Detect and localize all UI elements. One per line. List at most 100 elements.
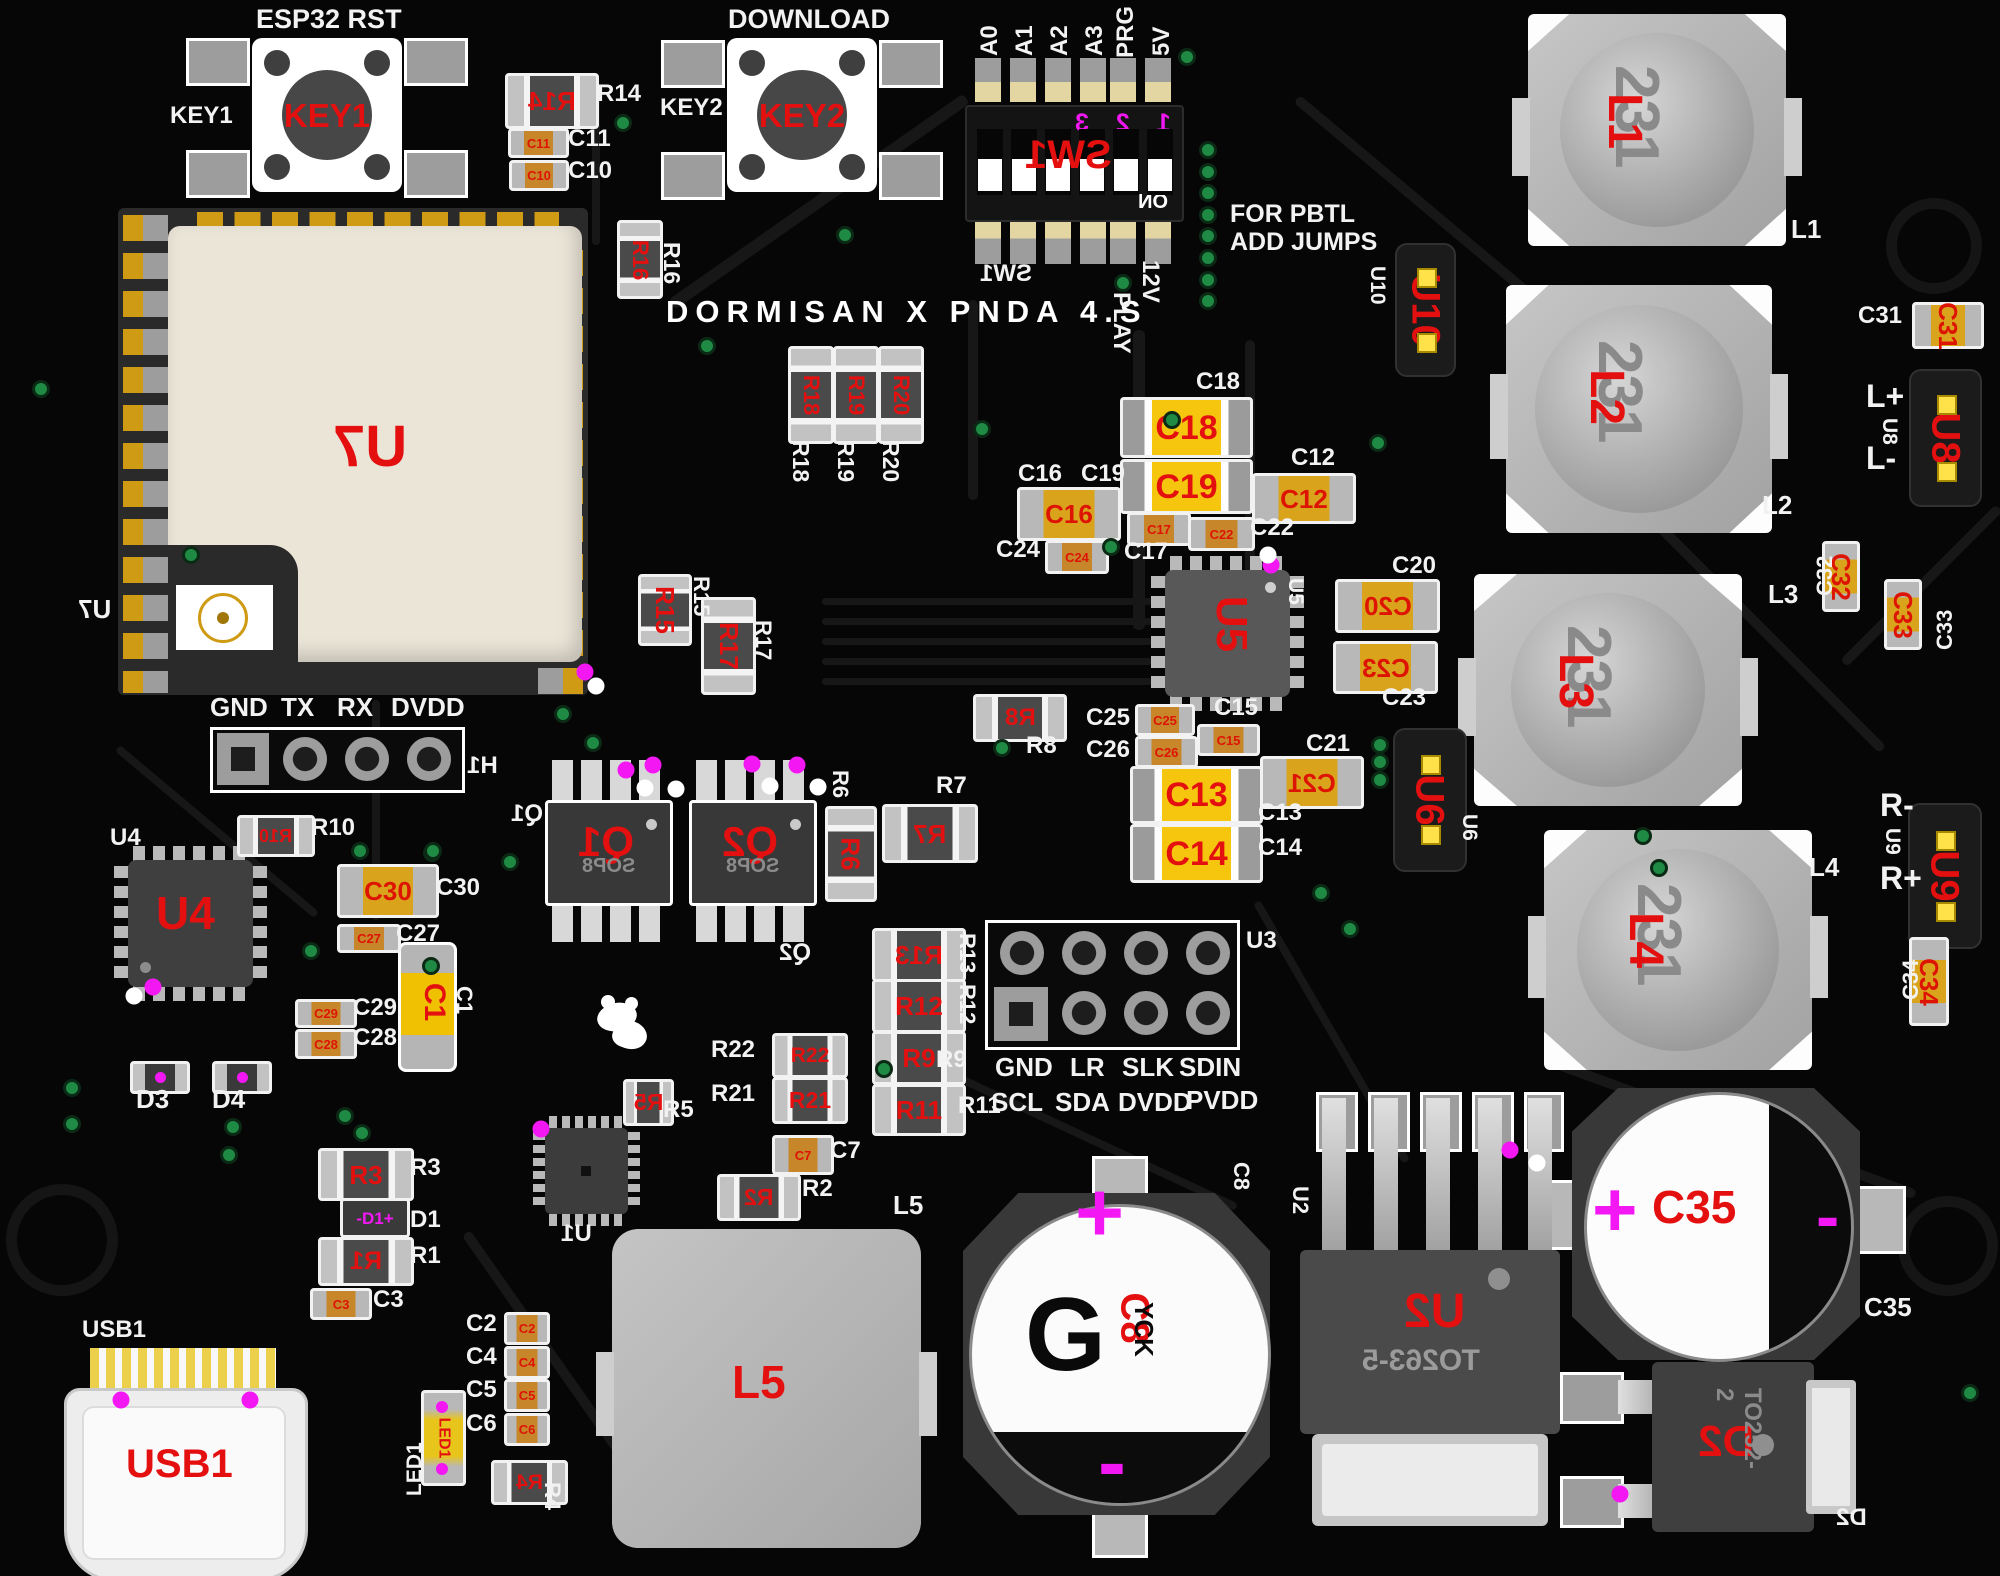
- inductor-tab: [1528, 916, 1546, 998]
- white-marker: [1528, 1154, 1546, 1172]
- inductor-core: [1510, 592, 1706, 788]
- sw1-pad-top: [1080, 58, 1106, 102]
- via: [1341, 920, 1359, 938]
- inductor-tab: [1490, 374, 1508, 459]
- sw1-pad-bottom: [1080, 218, 1106, 264]
- sw1-slider: [1148, 159, 1172, 191]
- u3-pin-dvdd: [1124, 991, 1168, 1035]
- usb-c-connector-usb1: USB1: [64, 1348, 308, 1576]
- via: [875, 1060, 893, 1078]
- silk-label-a3: A3: [1081, 25, 1108, 56]
- capacitor-C7: C7: [772, 1135, 834, 1175]
- chip-u1: [533, 1116, 640, 1226]
- via: [1371, 736, 1389, 754]
- usb1-ref: USB1: [126, 1442, 233, 1486]
- via: [422, 957, 440, 975]
- capacitor-C20: C20: [1335, 579, 1440, 633]
- white-marker: [587, 677, 605, 695]
- inductor-tab: [1770, 374, 1788, 459]
- diode-polarity-dot: [154, 1072, 166, 1083]
- resistor-R18: R18: [788, 346, 834, 444]
- magenta-marker: [644, 756, 662, 774]
- sw1-ref: SW1: [1025, 133, 1112, 177]
- silk-label-r20: R20: [878, 440, 904, 483]
- sw1-slider: [1080, 159, 1104, 191]
- resistor-ref: R17: [713, 622, 744, 670]
- capacitor-ref: C3: [332, 1296, 350, 1312]
- led-polarity-dot: [436, 1463, 448, 1475]
- key1-pad: [404, 150, 468, 198]
- sw1-slot: [1011, 129, 1037, 195]
- via: [614, 114, 632, 132]
- silk-label-c24: C24: [996, 536, 1041, 563]
- capacitor-ref: C17: [1147, 521, 1171, 537]
- silk-label-r16: R16: [659, 242, 685, 285]
- resistor-ref: R4: [516, 1471, 543, 1494]
- silk-label-r18: R18: [788, 440, 814, 483]
- copper-trace: [822, 678, 1152, 685]
- silk-label-u5: U5: [1284, 578, 1307, 605]
- silk-label-c3: C3: [373, 1286, 404, 1313]
- silk-label-play: PLAY: [1108, 292, 1135, 354]
- magenta-marker: [617, 761, 635, 779]
- key2-ref: KEY2: [758, 96, 846, 134]
- connector-U10: U10: [1395, 243, 1456, 377]
- resistor-ref: R12: [895, 991, 943, 1021]
- silk-label-c22: C22: [1250, 514, 1295, 541]
- capacitor-ref: C24: [1065, 549, 1089, 565]
- via: [63, 1115, 81, 1133]
- u4-ref: U4: [156, 887, 215, 939]
- capacitor-ref: C7: [794, 1147, 812, 1163]
- silk-label-d3: D3: [136, 1084, 170, 1114]
- connector-ref: U6: [1407, 774, 1452, 826]
- sw1-pad-top: [1045, 58, 1071, 102]
- q2-package-marking: SOP8: [726, 855, 780, 877]
- silk-label-c35: C35: [1864, 1292, 1912, 1322]
- capacitor-ref: C19: [1155, 467, 1218, 506]
- resistor-R20: R20: [878, 346, 924, 444]
- c35-plus-mark: +: [1592, 1165, 1638, 1253]
- silk-label-l+: L+: [1866, 378, 1905, 414]
- via: [836, 226, 854, 244]
- resistor-ref: R6: [836, 837, 866, 871]
- u2-dimple: [1488, 1268, 1510, 1290]
- capacitor-C3: C3: [310, 1288, 372, 1320]
- u3-pin-sda: [1062, 991, 1106, 1035]
- resistor-R16: R16: [617, 220, 663, 299]
- silk-label-u1: U1: [561, 1220, 592, 1247]
- diode-d2: D2 TO252-2: [1560, 1358, 1860, 1536]
- sw1-pad-bottom: [1045, 218, 1071, 264]
- c8-plus-mark: +: [1075, 1165, 1125, 1259]
- via: [336, 1107, 354, 1125]
- resistor-ref: R7: [913, 818, 947, 849]
- key2-button-group: KEY2: [661, 30, 943, 200]
- via: [1199, 141, 1217, 159]
- silk-label-lr: LR: [1070, 1052, 1105, 1082]
- via: [182, 546, 200, 564]
- capacitor-ref: C4: [518, 1355, 536, 1370]
- connector-U9: U9: [1908, 803, 1982, 949]
- led-LED1: LED1: [421, 1390, 466, 1486]
- silk-label-rx: RX: [337, 692, 374, 722]
- capacitor-C18: C18: [1120, 397, 1253, 458]
- resistor-ref: R16: [628, 239, 654, 280]
- c8-vendor-marking: YCK: [1129, 1302, 1159, 1357]
- u1-center-dot: [581, 1166, 591, 1176]
- silk-label-u9: U9: [1881, 828, 1904, 855]
- silk-label-r10: R10: [311, 814, 356, 841]
- silk-label-c34: C34: [1898, 959, 1923, 1000]
- connector-pad: [1936, 901, 1956, 922]
- capacitor-ref: C13: [1165, 776, 1228, 814]
- capacitor-ref: C30: [364, 876, 412, 906]
- resistor-R12: R12: [872, 979, 966, 1033]
- capacitor-ref: C29: [314, 1006, 338, 1021]
- sw1-pad-top: [1010, 58, 1036, 102]
- via: [698, 337, 716, 355]
- silk-label-r2: R2: [802, 1175, 833, 1202]
- resistor-R4: R4: [491, 1460, 568, 1505]
- key2-plunger: KEY2: [757, 70, 847, 160]
- connector-U8: U8: [1909, 369, 1982, 507]
- silk-label-sw1: SW1: [980, 260, 1033, 287]
